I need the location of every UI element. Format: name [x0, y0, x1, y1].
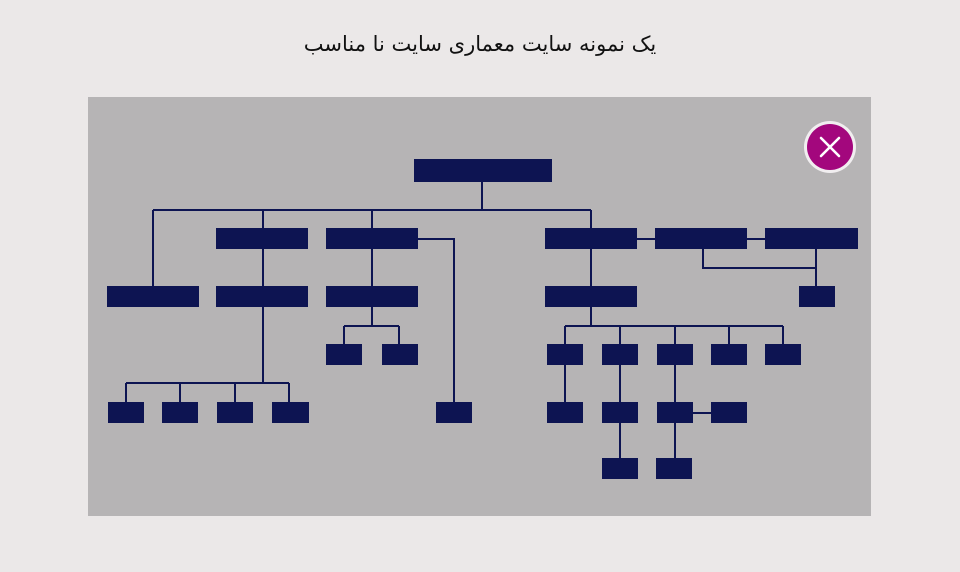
- diagram-node: [272, 402, 309, 423]
- diagram-node: [545, 286, 637, 307]
- diagram-node-root: [414, 159, 552, 182]
- diagram-node: [326, 228, 418, 249]
- diagram-node: [547, 344, 583, 365]
- diagram-node: [217, 402, 253, 423]
- connector-line: [418, 238, 455, 402]
- diagram-node: [107, 286, 199, 307]
- close-button[interactable]: [804, 121, 856, 173]
- connector-lines: [125, 182, 817, 458]
- diagram-node: [326, 286, 418, 307]
- diagram-node: [656, 458, 692, 479]
- diagram-node: [382, 344, 418, 365]
- diagram-node: [799, 286, 835, 307]
- diagram-node: [657, 344, 693, 365]
- diagram-node: [162, 402, 198, 423]
- diagram-node: [326, 344, 362, 365]
- diagram-panel: [88, 97, 871, 516]
- diagram-node: [545, 228, 637, 249]
- diagram-node: [216, 286, 308, 307]
- diagram-node: [765, 228, 858, 249]
- diagram-node: [602, 402, 638, 423]
- diagram-nodes: [107, 159, 858, 479]
- connector-line: [702, 249, 816, 269]
- diagram-node: [547, 402, 583, 423]
- diagram-node: [765, 344, 801, 365]
- close-icon: [819, 136, 841, 158]
- diagram-node: [108, 402, 144, 423]
- diagram-node: [711, 402, 747, 423]
- page-title: یک نمونه سایت معماری سایت نا مناسب: [303, 32, 657, 56]
- diagram-node: [436, 402, 472, 423]
- diagram-node: [602, 458, 638, 479]
- diagram-node: [711, 344, 747, 365]
- diagram-node: [657, 402, 693, 423]
- site-architecture-diagram: [107, 159, 858, 479]
- diagram-node: [602, 344, 638, 365]
- diagram-node: [216, 228, 308, 249]
- diagram-node: [655, 228, 747, 249]
